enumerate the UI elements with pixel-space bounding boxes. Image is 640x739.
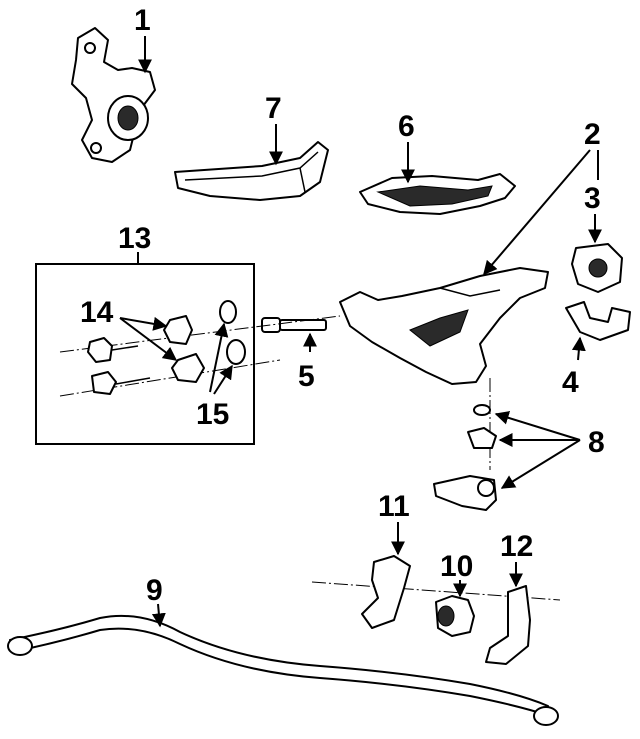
callout-4: 4 [562,366,579,399]
stabilizer-bracket-right [485,585,531,665]
steering-knuckle [71,27,156,163]
component-group-box [35,263,255,445]
callout-3: 3 [584,182,601,215]
stabilizer-bar [7,614,559,726]
callout-8: 8 [588,426,605,459]
control-arm-bolt [261,317,327,333]
ball-joint-assembly [433,404,497,511]
lower-control-arm [339,267,549,385]
splash-shield [359,173,516,215]
callout-labels: 1 2 3 4 5 6 7 8 9 10 11 12 13 14 15 [80,4,605,607]
callout-9: 9 [146,574,163,607]
stabilizer-bushing-upper [571,243,623,293]
washers [219,300,246,365]
callout-5: 5 [298,360,315,393]
callout-14: 14 [80,296,114,329]
callout-10: 10 [440,550,473,583]
callout-7: 7 [265,92,282,125]
callout-12: 12 [500,530,533,563]
stabilizer-bracket-left [361,555,411,629]
callout-15: 15 [196,398,229,431]
callout-2: 2 [584,118,601,151]
stabilizer-bushing-lower [435,595,475,637]
support-bracket [174,141,329,201]
callout-1: 1 [134,4,151,37]
link-bushings [87,315,205,395]
callout-11: 11 [378,490,410,523]
callout-6: 6 [398,110,415,143]
callout-13: 13 [118,222,151,255]
leader-lines [119,36,602,628]
bushing-clamp [565,301,631,341]
